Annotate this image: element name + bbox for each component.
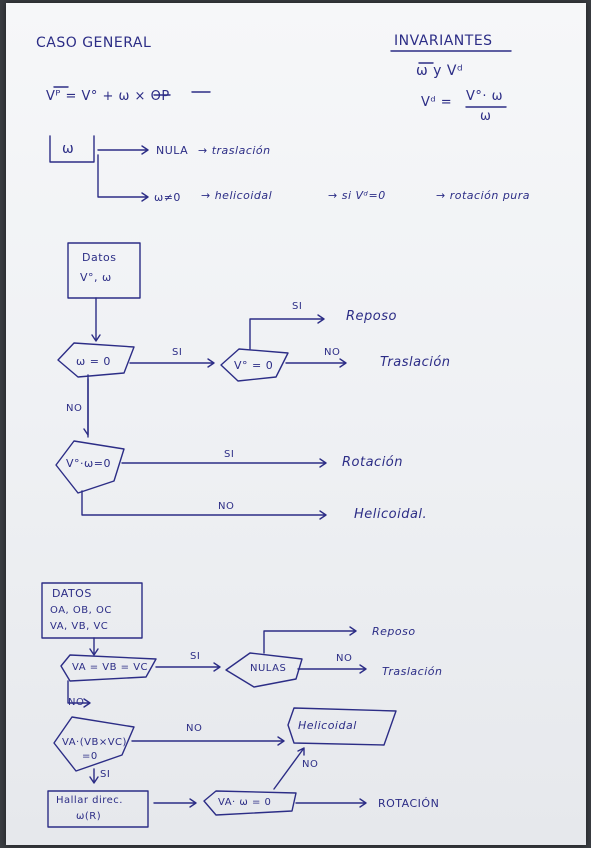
flow1-start-box <box>67 242 141 299</box>
flow2-decision-3-line1: VA·(VB×VC) <box>62 737 127 748</box>
flow2-arrow-si3 <box>89 768 99 784</box>
omega-si-condition: → si Vᵈ=0 <box>328 189 386 202</box>
flow2-arrow-si1 <box>155 662 221 672</box>
flow2-no3: NO <box>186 723 203 734</box>
flow2-no4: NO <box>302 759 319 770</box>
flow1-traslacion: Traslación <box>380 355 451 370</box>
flow2-decision-4 <box>203 790 297 816</box>
flow2-decision-4-label: VA· ω = 0 <box>218 797 272 808</box>
flow2-arrow-no1 <box>297 664 367 674</box>
flow1-decision-3-label: V°·ω=0 <box>66 457 111 470</box>
flow1-helicoidal: Helicoidal. <box>354 507 428 522</box>
flow2-decision-3 <box>53 716 135 772</box>
flow1-arrow-start <box>91 297 101 342</box>
flow1-rotacion: Rotación <box>342 455 404 470</box>
flow2-arrow-si2 <box>263 626 357 654</box>
flow2-no1: NO <box>336 653 353 664</box>
omega-rotation: → rotación pura <box>436 189 531 202</box>
notebook-page: CASO GENERAL INVARIANTES ω y Vᵈ Vᴾ = V° … <box>6 3 586 845</box>
flow1-decision-2-label: V° = 0 <box>234 359 274 372</box>
vd-formula-lhs: Vᵈ = <box>421 95 453 110</box>
flow1-decision-1 <box>57 342 135 378</box>
omega-null-label: NULA <box>156 144 189 157</box>
flow1-no2: NO <box>66 403 83 414</box>
flow2-start-box <box>41 582 143 639</box>
flow2-rotacion: ROTACIÓN <box>378 797 440 810</box>
flow2-hallar-box <box>47 790 149 828</box>
flow1-arrow-si3 <box>121 458 327 468</box>
flow2-traslacion: Traslación <box>382 665 443 678</box>
vd-formula-numerator: V°· ω <box>466 89 504 104</box>
flow2-helicoidal: Helicoidal <box>298 719 357 732</box>
omega-null-result: → traslación <box>198 144 271 157</box>
flow1-start-line2: V°, ω <box>80 271 112 284</box>
flow2-arrow-no3 <box>131 736 285 746</box>
flow2-start-line3: VA, VB, VC <box>50 621 109 632</box>
flow2-start-line2: OA, OB, OC <box>50 605 112 616</box>
flow2-no2: NO <box>68 697 85 708</box>
flow2-arrow-no2 <box>67 680 91 708</box>
page-title: CASO GENERAL <box>36 35 152 51</box>
arrow-nonzero <box>97 154 149 202</box>
flow2-start-line1: DATOS <box>52 587 92 600</box>
flow1-si3: SI <box>224 449 235 460</box>
flow2-helicoidal-box <box>287 707 397 746</box>
flow1-decision-3 <box>55 440 125 494</box>
invariants-list: ω y Vᵈ <box>416 63 464 79</box>
flowchart-lines <box>41 50 512 828</box>
flow1-arrow-no3 <box>81 490 327 520</box>
flow2-arrow-start <box>89 637 99 656</box>
flow1-arrow-si2 <box>249 314 325 350</box>
flow2-decision-1 <box>60 654 157 682</box>
flow1-start-line1: Datos <box>82 251 117 264</box>
flow2-si1: SI <box>190 651 201 662</box>
flow2-decision-3-line2: =0 <box>82 751 98 762</box>
flow2-arrow-si4 <box>295 798 367 808</box>
flow1-si2: SI <box>292 301 303 312</box>
flow1-si1: SI <box>172 347 183 358</box>
arrow-nula <box>97 145 149 155</box>
vp-formula: Vᴾ = V° + ω × OP <box>46 89 170 104</box>
flow1-arrow-si1 <box>129 358 215 368</box>
flow2-decision-2-label: NULAS <box>250 663 287 674</box>
invariants-title: INVARIANTES <box>394 33 493 49</box>
flow1-decision-2 <box>220 348 289 382</box>
omega-nonzero-result: → helicoidal <box>201 189 273 202</box>
flow2-si3: SI <box>100 769 111 780</box>
flow1-reposo: Reposo <box>346 309 397 324</box>
vd-formula-denominator: ω <box>480 109 492 124</box>
omega-bracket <box>49 135 95 163</box>
flow1-no1: NO <box>324 347 341 358</box>
flow2-reposo: Reposo <box>372 625 416 638</box>
flow2-hallar-line2: ω(R) <box>76 811 102 822</box>
flow2-arrow-no4 <box>273 747 305 790</box>
omega-nonzero-label: ω≠0 <box>154 191 181 204</box>
omega-symbol: ω <box>62 141 75 157</box>
flow2-arrow-hallar <box>153 798 197 808</box>
flow2-hallar-line1: Hallar direc. <box>56 795 123 806</box>
flow1-no3: NO <box>218 501 235 512</box>
flow2-decision-1-label: VA = VB = VC <box>72 662 149 673</box>
flow1-decision-1-label: ω = 0 <box>76 355 111 368</box>
flow1-arrow-no1 <box>285 358 347 368</box>
